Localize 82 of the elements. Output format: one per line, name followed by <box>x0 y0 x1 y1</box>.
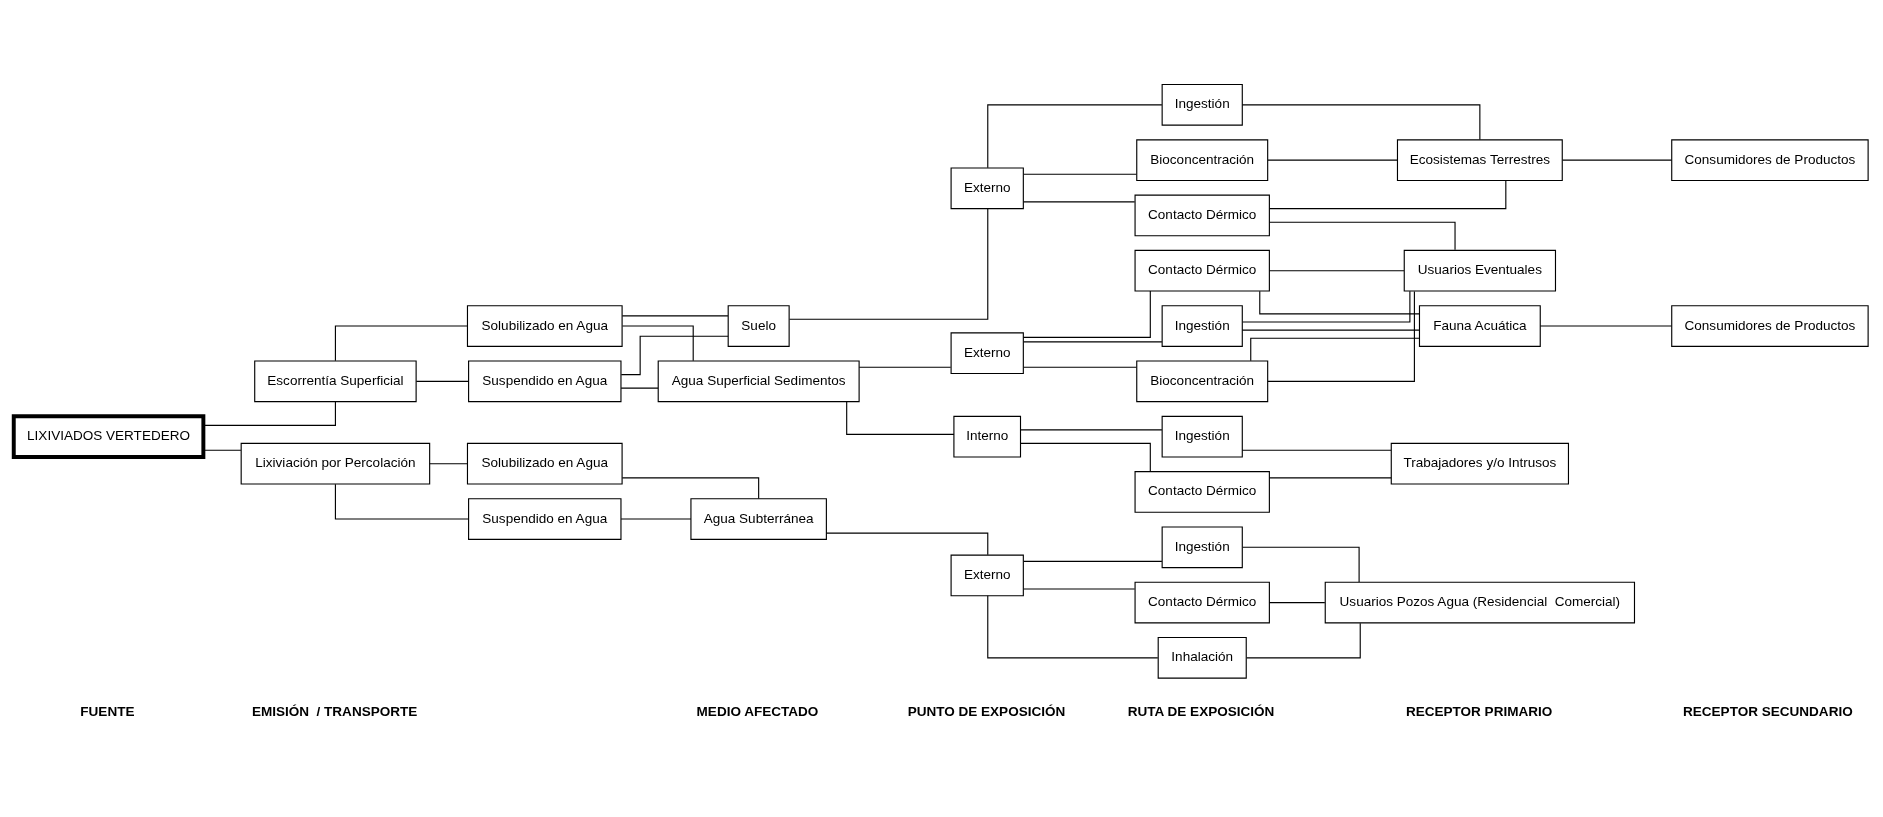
node-box: Ingestión <box>1161 415 1243 458</box>
connector <box>1242 546 1360 583</box>
node-box: Solubilizado en Agua <box>466 304 623 347</box>
connector <box>1268 269 1405 271</box>
connector <box>846 400 955 435</box>
node-box: Ingestión <box>1161 525 1243 568</box>
node-box: LIXIVIADOS VERTEDERO <box>11 413 206 459</box>
connector <box>1023 366 1137 368</box>
connector <box>1023 587 1136 590</box>
connector <box>202 449 242 451</box>
connector <box>202 400 336 426</box>
node-box: Contacto Dérmico <box>1134 470 1270 513</box>
connector <box>825 532 989 555</box>
connector <box>415 380 470 382</box>
node-box: Suspendido en Agua <box>468 359 622 402</box>
node-box: Contacto Dérmico <box>1134 581 1270 623</box>
label: PUNTO DE EXPOSICIÓN <box>907 703 1066 719</box>
node-box: Inhalación <box>1157 636 1247 679</box>
node-box: Externo <box>950 331 1024 374</box>
node-box: Consumidores de Productos <box>1671 138 1869 181</box>
connector <box>987 594 1159 658</box>
connector <box>429 462 468 464</box>
connector <box>1241 103 1481 140</box>
connector <box>621 314 729 316</box>
node-box: Contacto Dérmico <box>1134 249 1270 292</box>
node-box: Suspendido en Agua <box>468 497 622 540</box>
connector <box>789 207 989 320</box>
connector <box>1562 159 1673 161</box>
node-box: Ingestión <box>1161 83 1243 126</box>
node-box: Solubilizado en Agua <box>466 442 623 485</box>
node-box: Trabajadores y/o Intrusos <box>1390 442 1570 485</box>
connector <box>1268 476 1392 478</box>
node-box: Ingestión <box>1161 304 1243 347</box>
connector <box>1023 173 1137 175</box>
node-box: Usuarios Eventuales <box>1403 249 1557 292</box>
connector <box>1242 290 1411 323</box>
label: RECEPTOR SECUNDARIO <box>1683 703 1853 719</box>
node-box: Agua Superficial Sedimentos <box>657 359 860 402</box>
node-box: Externo <box>950 554 1024 596</box>
connector <box>1250 337 1420 361</box>
connector <box>334 483 469 520</box>
connector <box>1023 200 1136 202</box>
node-box: Consumidores de Productos <box>1671 304 1869 347</box>
connector <box>1267 290 1415 382</box>
connector <box>1267 159 1398 161</box>
node-box: Contacto Dérmico <box>1134 194 1270 236</box>
connector <box>1023 560 1163 562</box>
node-box: Interno <box>953 415 1022 458</box>
node-box: Externo <box>950 166 1024 209</box>
connector <box>334 324 468 361</box>
connector <box>1259 290 1420 314</box>
connector <box>621 324 694 361</box>
connector <box>1020 442 1151 472</box>
node-box: Bioconcentración <box>1136 359 1269 402</box>
connector <box>858 366 952 368</box>
node-box: Usuarios Pozos Agua (Residencial Comercial) <box>1324 581 1636 623</box>
label: RUTA DE EXPOSICIÓN <box>1127 703 1275 719</box>
connector <box>1246 622 1361 658</box>
label: EMISIÓN / TRANSPORTE <box>251 703 418 719</box>
connector <box>1023 340 1163 342</box>
connector <box>620 517 692 520</box>
connector <box>1020 428 1163 430</box>
connector <box>1269 221 1456 250</box>
label: RECEPTOR PRIMARIO <box>1405 703 1553 719</box>
connector <box>1268 601 1326 603</box>
connector <box>1022 290 1151 338</box>
label: MEDIO AFECTADO <box>696 703 819 719</box>
connector <box>620 335 729 375</box>
node-box: Ecosistemas Terrestres <box>1396 138 1563 181</box>
connector <box>1241 329 1420 331</box>
connector <box>1269 179 1507 209</box>
connector <box>620 387 659 389</box>
connector <box>987 103 1163 168</box>
connector <box>1539 324 1673 327</box>
node-box: Suelo <box>727 304 790 347</box>
node-box: Lixiviación por Percolación <box>240 442 431 485</box>
node-box: Agua Subterránea <box>690 497 827 540</box>
node-box: Escorrentía Superficial <box>254 359 417 402</box>
connector <box>1241 449 1392 451</box>
node-box: Fauna Acuática <box>1418 304 1541 347</box>
node-box: Bioconcentración <box>1136 138 1269 181</box>
label: FUENTE <box>80 703 135 719</box>
